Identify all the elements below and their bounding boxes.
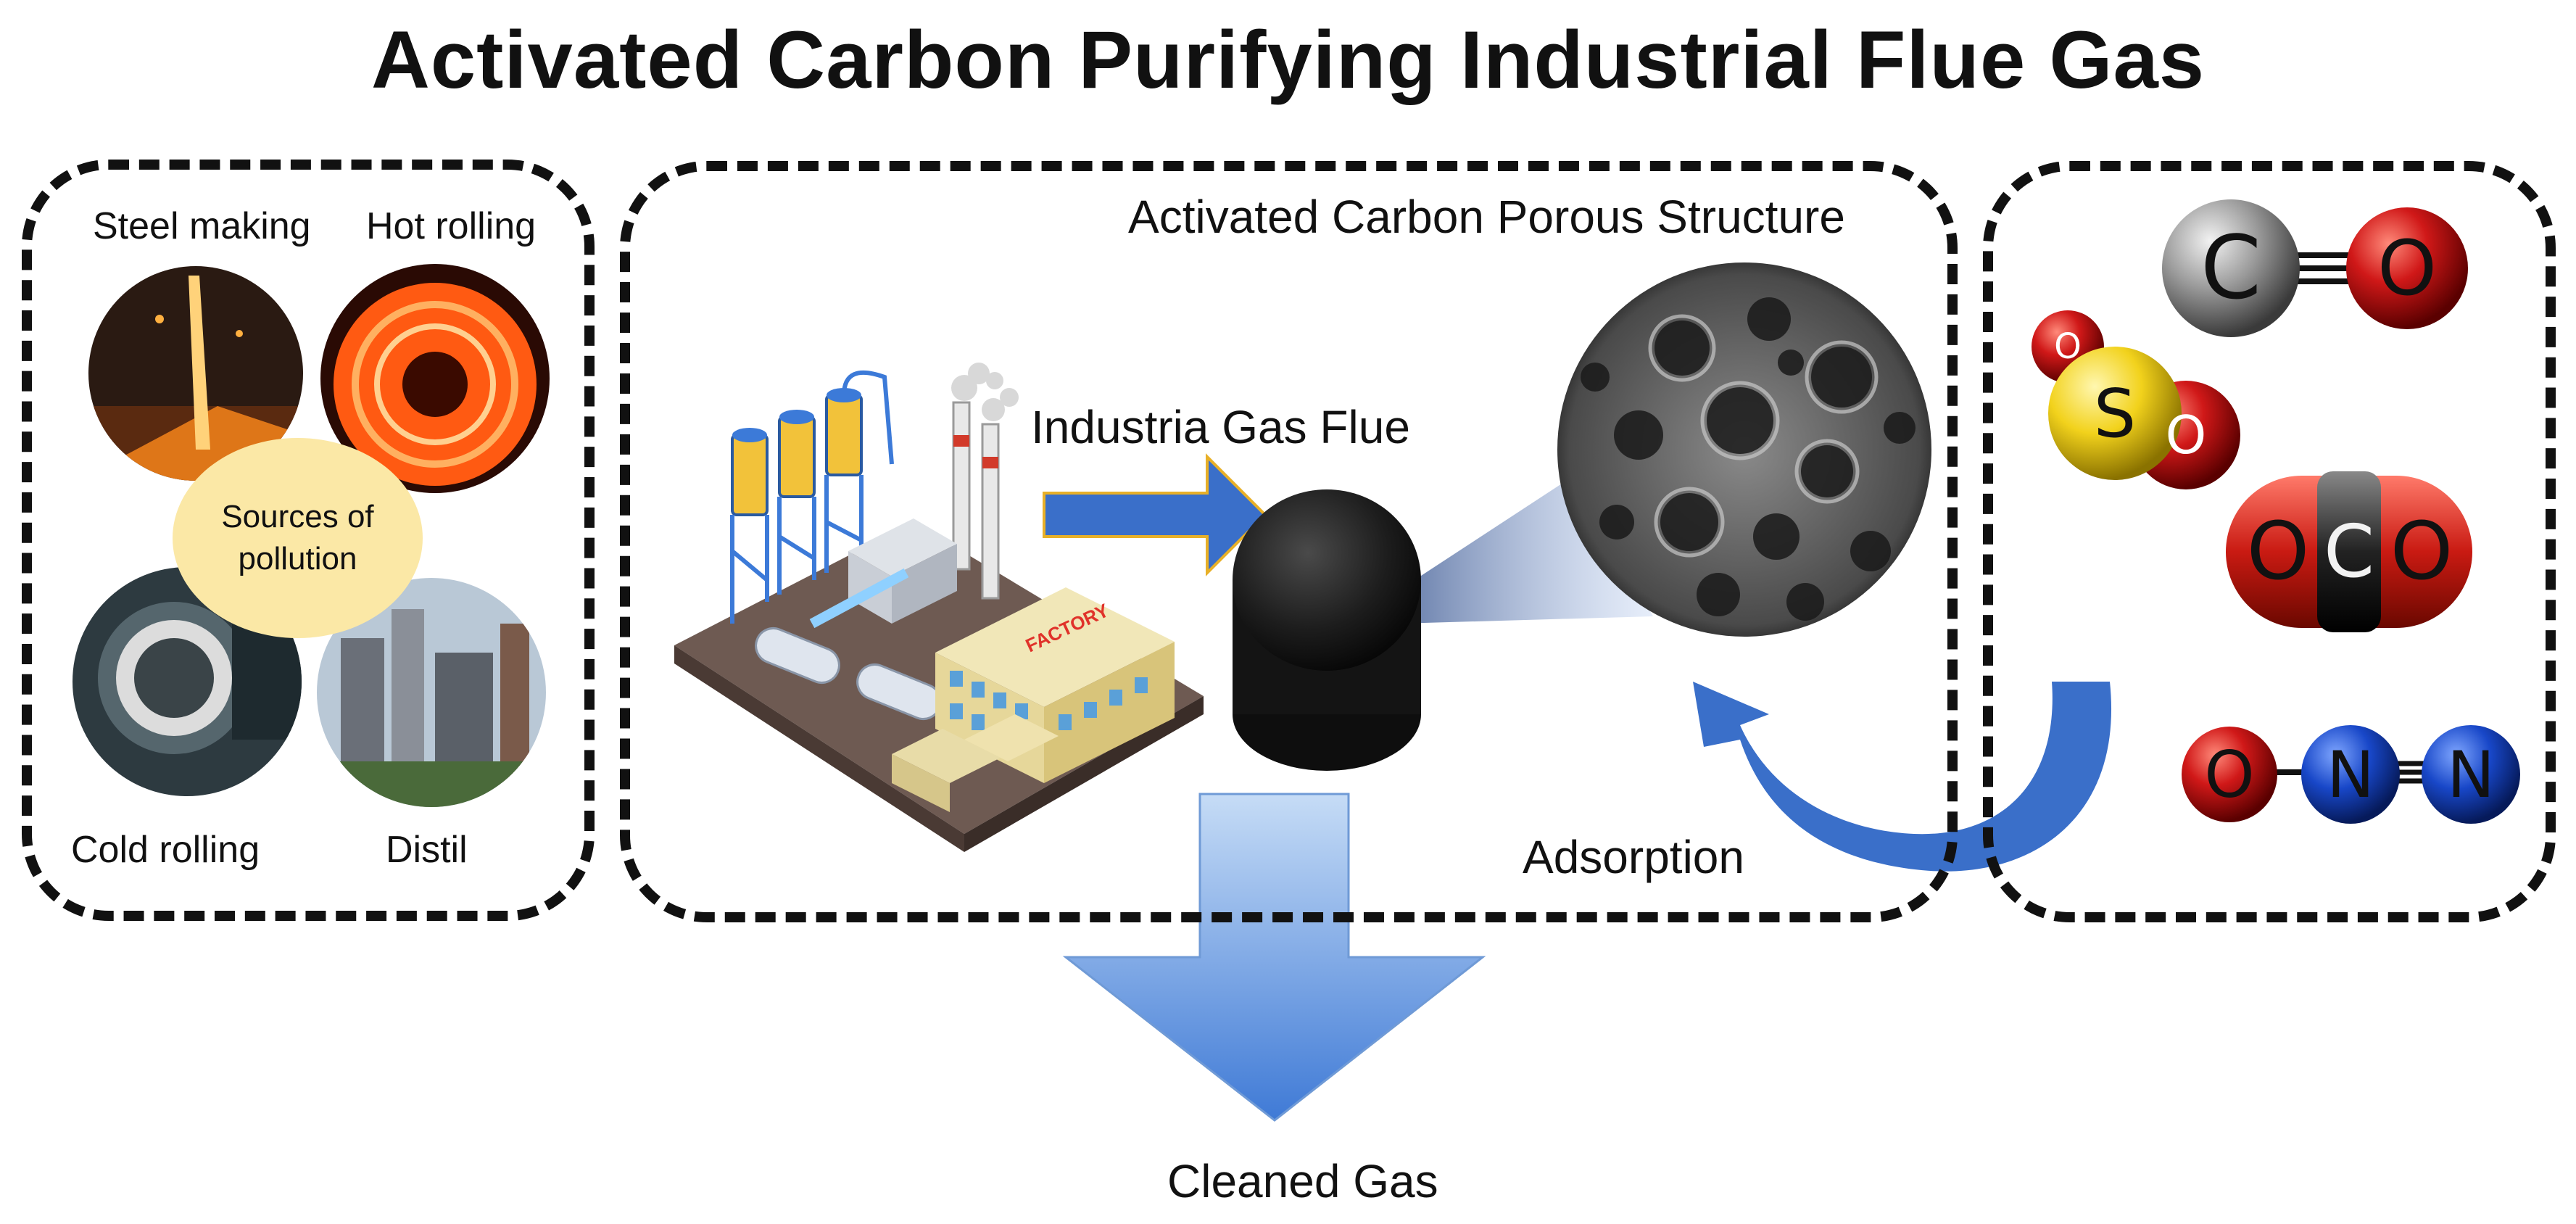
co2-molecule	[2226, 471, 2472, 632]
porous-structure-image	[1557, 262, 1931, 637]
process-panel	[620, 161, 1958, 922]
adsorption-arrow	[1693, 682, 2112, 872]
co2-atom-c-label: C	[2324, 508, 2374, 594]
flow-arrow	[1043, 453, 1267, 576]
so2-atom-o1-label: O	[2054, 326, 2082, 367]
cleaned-gas-arrow	[1062, 793, 1486, 1122]
porous-structure-label: Activated Carbon Porous Structure	[1128, 191, 1845, 243]
hot-rolling-label: Hot rolling	[366, 205, 537, 247]
co-atom-o-label: O	[2377, 224, 2437, 313]
n2o-atom-n2-label: N	[2447, 737, 2495, 812]
n2o-atom-n1-label: N	[2327, 737, 2374, 812]
so2-molecule	[2032, 310, 2240, 489]
distil-photo	[317, 578, 546, 807]
atom-c	[2162, 199, 2300, 337]
co-atom-c-label: C	[2200, 218, 2261, 319]
adsorption-label: Adsorption	[1523, 831, 1744, 883]
n2o-molecule	[2182, 725, 2520, 824]
cold-rolling-photo	[73, 567, 302, 796]
co2-atom-o2-label: O	[2390, 505, 2453, 597]
page-title: Activated Carbon Purifying Industrial Fl…	[370, 15, 2206, 105]
hot-rolling-photo	[320, 264, 550, 493]
sources-of-pollution-label: Sources of pollution	[221, 499, 374, 576]
pollutants-panel	[1983, 161, 2556, 922]
cold-rolling-label: Cold rolling	[71, 829, 260, 871]
steel-making-photo	[88, 266, 303, 481]
steel-making-label: Steel making	[93, 205, 311, 247]
sources-of-pollution-badge: Sources of pollution	[173, 438, 423, 638]
co2-atom-o1-label: O	[2246, 505, 2310, 597]
activated-carbon-puck	[1233, 489, 1421, 771]
factory-illustration	[674, 363, 1204, 852]
sources-panel	[22, 160, 595, 921]
so2-atom-s-label: S	[2093, 374, 2137, 452]
flow-label: Industria Gas Flue	[1031, 401, 1410, 453]
co-molecule	[2162, 199, 2468, 337]
distil-label: Distil	[386, 829, 468, 871]
cleaned-gas-label: Cleaned Gas	[1167, 1155, 1438, 1207]
so2-atom-o2-label: O	[2165, 405, 2207, 466]
atom-o	[2346, 207, 2468, 329]
n2o-atom-o-label: O	[2204, 737, 2255, 812]
